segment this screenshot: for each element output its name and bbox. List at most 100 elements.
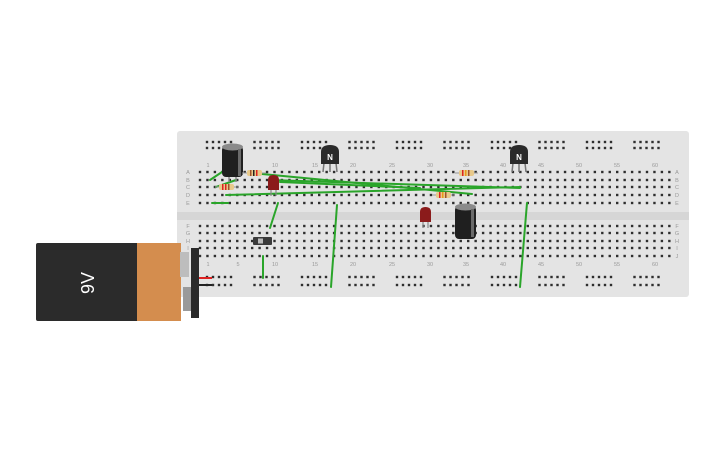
- breadboard-hole[interactable]: [544, 275, 547, 279]
- breadboard-hole[interactable]: [496, 224, 500, 228]
- breadboard-hole[interactable]: [591, 146, 595, 150]
- breadboard-hole[interactable]: [419, 140, 423, 144]
- breadboard-hole[interactable]: [360, 140, 363, 144]
- breadboard-hole[interactable]: [265, 283, 268, 287]
- breadboard-hole[interactable]: [355, 239, 358, 243]
- breadboard-hole[interactable]: [586, 239, 589, 243]
- breadboard-hole[interactable]: [324, 275, 328, 279]
- breadboard-hole[interactable]: [526, 246, 529, 250]
- breadboard-hole[interactable]: [250, 201, 254, 205]
- breadboard-hole[interactable]: [601, 239, 604, 243]
- breadboard-hole[interactable]: [571, 178, 574, 182]
- breadboard-hole[interactable]: [223, 140, 227, 144]
- breadboard-hole[interactable]: [413, 140, 417, 144]
- breadboard-hole[interactable]: [429, 239, 433, 243]
- breadboard-hole[interactable]: [623, 185, 626, 189]
- breadboard-hole[interactable]: [616, 224, 619, 228]
- breadboard-hole[interactable]: [633, 140, 636, 144]
- breadboard-hole[interactable]: [265, 185, 269, 189]
- breadboard-hole[interactable]: [236, 201, 239, 205]
- breadboard-hole[interactable]: [253, 146, 256, 150]
- breadboard-hole[interactable]: [413, 146, 417, 150]
- breadboard-hole[interactable]: [198, 239, 202, 243]
- breadboard-hole[interactable]: [571, 254, 574, 258]
- breadboard-hole[interactable]: [496, 254, 500, 258]
- breadboard-hole[interactable]: [511, 224, 515, 228]
- breadboard-hole[interactable]: [340, 224, 343, 228]
- breadboard-hole[interactable]: [519, 193, 522, 197]
- breadboard-hole[interactable]: [571, 170, 574, 174]
- breadboard-hole[interactable]: [306, 140, 310, 144]
- breadboard-hole[interactable]: [265, 140, 268, 144]
- breadboard-hole[interactable]: [444, 246, 448, 250]
- breadboard-hole[interactable]: [633, 275, 636, 279]
- breadboard-hole[interactable]: [556, 246, 559, 250]
- breadboard-hole[interactable]: [422, 170, 425, 174]
- breadboard-hole[interactable]: [258, 246, 261, 250]
- breadboard-hole[interactable]: [213, 231, 217, 235]
- resistor[interactable]: [242, 170, 266, 176]
- breadboard-hole[interactable]: [660, 254, 664, 258]
- breadboard-hole[interactable]: [347, 201, 351, 205]
- breadboard-hole[interactable]: [668, 178, 671, 182]
- breadboard-hole[interactable]: [206, 254, 209, 258]
- breadboard-hole[interactable]: [348, 146, 351, 150]
- breadboard-hole[interactable]: [392, 201, 395, 205]
- capacitor[interactable]: [222, 143, 243, 183]
- breadboard-hole[interactable]: [586, 246, 589, 250]
- breadboard-hole[interactable]: [288, 239, 291, 243]
- breadboard-hole[interactable]: [645, 275, 648, 279]
- breadboard-hole[interactable]: [586, 224, 589, 228]
- breadboard-hole[interactable]: [571, 201, 574, 205]
- breadboard-hole[interactable]: [502, 275, 506, 279]
- breadboard-hole[interactable]: [459, 246, 462, 250]
- breadboard-hole[interactable]: [668, 170, 671, 174]
- breadboard-hole[interactable]: [623, 201, 626, 205]
- breadboard-hole[interactable]: [519, 231, 522, 235]
- breadboard-hole[interactable]: [213, 254, 217, 258]
- breadboard-hole[interactable]: [310, 224, 313, 228]
- breadboard-hole[interactable]: [444, 185, 448, 189]
- breadboard-hole[interactable]: [444, 231, 448, 235]
- breadboard-hole[interactable]: [514, 140, 518, 144]
- breadboard-hole[interactable]: [563, 201, 567, 205]
- breadboard-hole[interactable]: [422, 254, 425, 258]
- breadboard-hole[interactable]: [243, 239, 246, 243]
- breadboard-hole[interactable]: [221, 193, 224, 197]
- breadboard-hole[interactable]: [354, 283, 357, 287]
- breadboard-hole[interactable]: [461, 146, 464, 150]
- breadboard-hole[interactable]: [229, 283, 233, 287]
- breadboard-hole[interactable]: [556, 140, 559, 144]
- breadboard-hole[interactable]: [603, 283, 607, 287]
- breadboard-hole[interactable]: [429, 170, 433, 174]
- breadboard-hole[interactable]: [657, 146, 660, 150]
- breadboard-hole[interactable]: [265, 275, 268, 279]
- breadboard-hole[interactable]: [556, 275, 559, 279]
- breadboard-hole[interactable]: [563, 246, 567, 250]
- breadboard-hole[interactable]: [277, 275, 280, 279]
- breadboard-hole[interactable]: [591, 283, 595, 287]
- breadboard-hole[interactable]: [455, 140, 458, 144]
- breadboard-hole[interactable]: [585, 275, 589, 279]
- breadboard-hole[interactable]: [474, 170, 477, 174]
- breadboard-hole[interactable]: [459, 239, 462, 243]
- breadboard-hole[interactable]: [571, 193, 574, 197]
- breadboard-hole[interactable]: [288, 201, 291, 205]
- breadboard-hole[interactable]: [399, 231, 403, 235]
- breadboard-hole[interactable]: [623, 178, 626, 182]
- breadboard-hole[interactable]: [511, 246, 515, 250]
- breadboard-hole[interactable]: [414, 170, 418, 174]
- breadboard-hole[interactable]: [668, 231, 671, 235]
- breadboard-hole[interactable]: [206, 170, 209, 174]
- breadboard-hole[interactable]: [538, 140, 541, 144]
- breadboard-hole[interactable]: [660, 178, 664, 182]
- breadboard-hole[interactable]: [660, 224, 664, 228]
- breadboard-hole[interactable]: [243, 231, 246, 235]
- breadboard-hole[interactable]: [586, 254, 589, 258]
- breadboard-hole[interactable]: [444, 178, 448, 182]
- breadboard-hole[interactable]: [429, 185, 433, 189]
- breadboard-hole[interactable]: [496, 239, 500, 243]
- resistor[interactable]: [432, 192, 455, 198]
- breadboard-hole[interactable]: [586, 201, 589, 205]
- breadboard-hole[interactable]: [586, 178, 589, 182]
